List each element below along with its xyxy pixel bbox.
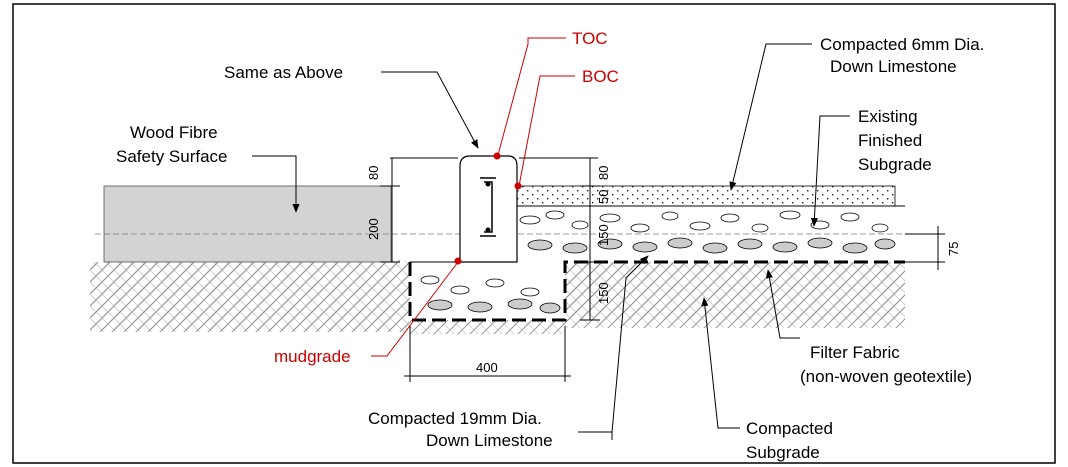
- boc-callout: BOC: [514, 67, 619, 190]
- mudgrade-label: mudgrade: [274, 347, 351, 366]
- toc-callout: TOC: [493, 29, 608, 160]
- concrete-curb: [459, 155, 518, 263]
- dim-base-layer: 150: [596, 224, 611, 246]
- limestone-19mm-base: [420, 210, 896, 314]
- filter-fabric-label-line1: Filter Fabric: [810, 343, 900, 362]
- wood-fibre-label-line2: Safety Surface: [116, 147, 228, 166]
- limestone-6mm-layer: [516, 185, 896, 207]
- boc-label: BOC: [582, 67, 619, 86]
- dim-right-top: 80: [596, 166, 611, 180]
- drawing-frame: [12, 3, 1056, 464]
- dim-curb-height: 200: [366, 218, 381, 240]
- compacted-label-line1: Compacted: [746, 419, 833, 438]
- dim-lower-layer: 150: [596, 282, 611, 304]
- filter-fabric-line: [408, 260, 905, 322]
- filter-fabric-label-line2: (non-woven geotextile): [800, 367, 972, 386]
- subgrade-hatch: [90, 260, 905, 334]
- toc-label: TOC: [572, 29, 608, 48]
- wood-fibre-surface: [103, 185, 392, 263]
- dimension-lines: [380, 157, 945, 382]
- limestone-6mm-label-line2: Down Limestone: [830, 57, 957, 76]
- limestone-19mm-label-line1: Compacted 19mm Dia.: [368, 409, 542, 428]
- dim-surface-layer: 50: [596, 190, 611, 204]
- limestone-6mm-label-line1: Compacted 6mm Dia.: [820, 35, 984, 54]
- existing-label-line2: Finished: [858, 131, 922, 150]
- limestone-19mm-label-line2: Down Limestone: [426, 431, 553, 450]
- same-as-above-label: Same as Above: [224, 63, 343, 82]
- leader-lines: [252, 43, 850, 440]
- dim-drop: 75: [946, 242, 961, 256]
- wood-fibre-label-line1: Wood Fibre: [130, 123, 218, 142]
- dim-curb-top: 80: [366, 166, 381, 180]
- mudgrade-callout: mudgrade: [274, 257, 462, 366]
- existing-label-line1: Existing: [858, 107, 918, 126]
- compacted-label-line2: Subgrade: [746, 443, 820, 462]
- existing-label-line3: Subgrade: [858, 155, 932, 174]
- dim-width: 400: [476, 360, 498, 375]
